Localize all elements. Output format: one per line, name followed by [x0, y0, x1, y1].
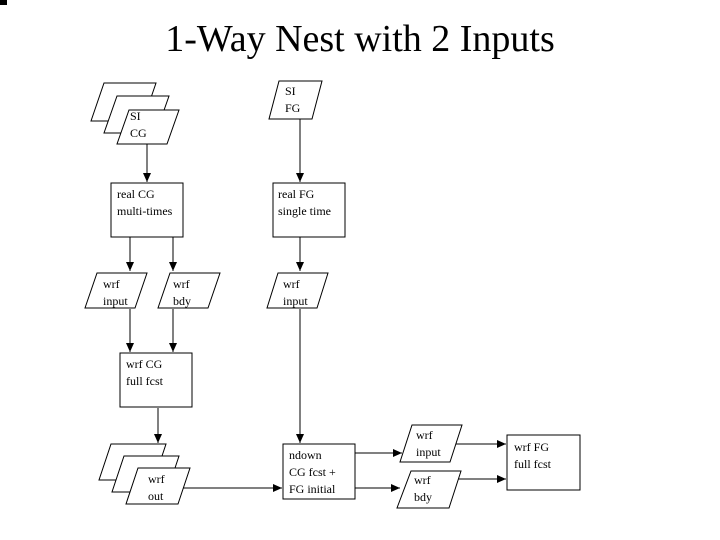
ndown-shape	[282, 443, 356, 500]
diagram-title: 1-Way Nest with 2 Inputs	[165, 18, 555, 60]
real-cg-shape	[110, 182, 184, 238]
wrf-bdy-cg-shape	[157, 272, 221, 309]
corner-artifact	[0, 0, 7, 5]
label-wrf-bdy-ndown: wrf bdy	[414, 473, 432, 504]
label-real-fg: real FG single time	[278, 187, 331, 218]
wrf-out-shape	[125, 467, 191, 505]
label-wrf-bdy-cg: wrf bdy	[173, 277, 191, 308]
wrf-input-cg-shape	[84, 272, 148, 309]
label-wrf-cg-full-fcst: wrf CG full fcst	[126, 357, 163, 388]
si-cg-shape	[116, 109, 180, 145]
label-real-cg: real CG multi-times	[117, 187, 173, 218]
wrf-cg-full-fcst-shape	[119, 352, 193, 408]
label-wrf-fg-full-fcst: wrf FG full fcst	[514, 440, 551, 471]
wrf-input-fg-shape	[266, 272, 329, 309]
wrf-fg-full-fcst-shape	[506, 434, 581, 491]
label-si-fg: SI FG	[285, 84, 301, 115]
label-si-cg: SI CG	[130, 109, 147, 140]
si-fg-shape	[268, 80, 323, 120]
wrf-input-ndown-shape	[399, 424, 463, 463]
label-wrf-input-cg: wrf input	[103, 277, 128, 308]
label-wrf-input-ndown: wrf input	[416, 428, 441, 459]
label-wrf-out: wrf out	[148, 472, 165, 503]
label-ndown: ndown CG fcst + FG initial	[289, 448, 336, 496]
wrf-bdy-ndown-shape	[396, 470, 462, 509]
label-wrf-input-fg: wrf input	[283, 277, 308, 308]
real-fg-shape	[272, 182, 346, 238]
